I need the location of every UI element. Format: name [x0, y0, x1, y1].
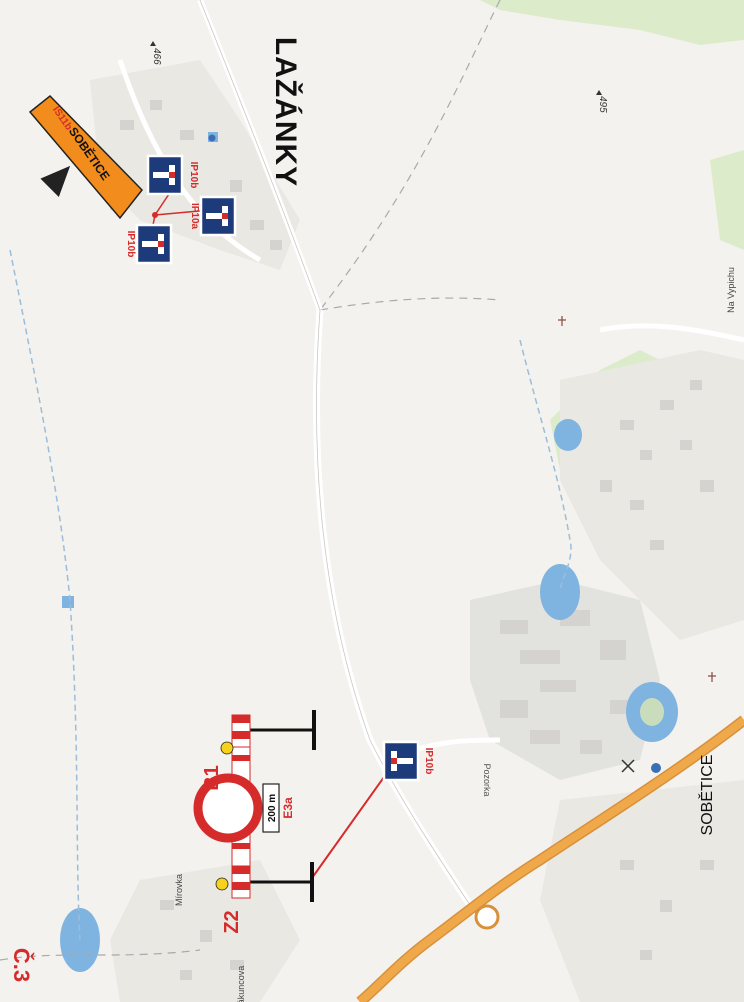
- main-road: [357, 716, 744, 1002]
- sign-point: [152, 212, 158, 218]
- forest-area: [480, 0, 744, 45]
- barrier-top: [250, 710, 316, 750]
- dead-end-sign-icon: [135, 223, 173, 265]
- field-path: [319, 297, 501, 311]
- dead-end-sign-icon: [382, 740, 420, 782]
- place-label-lazanky: LAŽÁNKY: [269, 37, 303, 187]
- peak-466-icon: [150, 41, 156, 46]
- place-label-sobetice: SOBĚTICE: [697, 755, 716, 836]
- minor-road-edge: [199, 0, 321, 311]
- closure-road-stripes: [232, 755, 250, 849]
- info-icon: [208, 134, 216, 142]
- built-area-sobetice-village: [560, 350, 744, 640]
- z2-label: Z2: [221, 910, 243, 933]
- distance-label: 200 m: [267, 794, 278, 822]
- island: [640, 698, 664, 726]
- dead-end-sign-icon: [146, 154, 184, 196]
- place-label-mirovka: Mírovka: [174, 874, 184, 906]
- detour-route-sign: [28, 94, 143, 220]
- barrier-board-top: [231, 714, 251, 748]
- dead-end-sign-icon: [199, 195, 237, 237]
- elevation-label-495: 495: [597, 96, 608, 113]
- barrier-bottom: [250, 862, 314, 902]
- bus-stop-icon: [651, 763, 661, 773]
- closure-line: [311, 769, 390, 879]
- elevation-label-466: 466: [151, 48, 162, 65]
- built-area-south: [540, 780, 744, 1002]
- minor-road-edge: [316, 309, 481, 921]
- peak-495-icon: [596, 90, 602, 95]
- sign-label-ip10b-mid: IP10b: [423, 748, 434, 775]
- field-path: [0, 949, 201, 961]
- field-path: [319, 0, 501, 311]
- stream: [519, 339, 572, 593]
- sign-label-ip10b-left: IP10b: [125, 231, 136, 258]
- stream: [9, 249, 81, 941]
- windmill-icon: [621, 759, 635, 773]
- warning-light-icon: [220, 741, 234, 755]
- place-label-na-vypichu: Na Vypichu: [726, 267, 736, 313]
- place-label-pozorka: Pozorka: [482, 763, 492, 796]
- b1-label: B1: [201, 765, 223, 791]
- section-label: Č.3: [9, 948, 34, 982]
- cross-icon: [558, 316, 716, 682]
- sign-label-ip10b-top: IP10b: [188, 162, 199, 189]
- minor-road: [599, 323, 744, 343]
- distance-plate: 200 m: [262, 783, 280, 833]
- roundabout: [474, 904, 500, 930]
- forest-area: [710, 150, 744, 250]
- warning-light-icon: [215, 877, 229, 891]
- sign-label-ip10a: IP10a: [189, 203, 200, 230]
- barrier-board-bottom: [231, 865, 251, 899]
- street-label-bottom: ákuncova: [236, 966, 246, 1002]
- e3a-label: E3a: [281, 797, 295, 819]
- no-vehicles-sign-icon: [193, 773, 263, 843]
